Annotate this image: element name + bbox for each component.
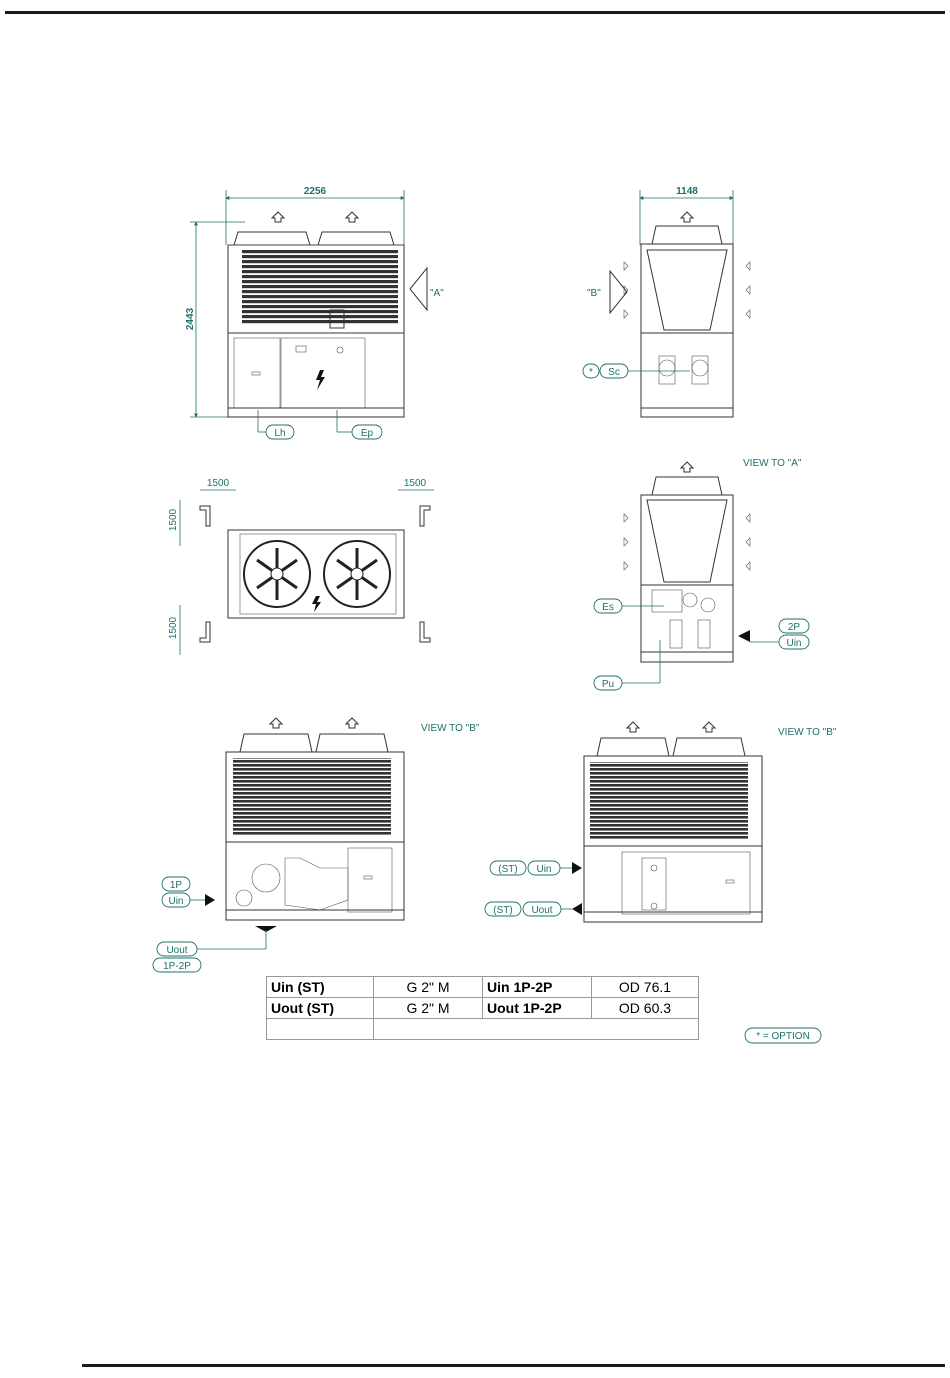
view-to-b-title-1: VIEW TO "B"	[421, 723, 480, 734]
option-note: * = OPTION	[756, 1031, 810, 1042]
callout-uin-a: Uin	[786, 638, 801, 649]
clearance-left: 1500	[207, 478, 230, 489]
side-width-dimension: 1148	[676, 186, 698, 197]
top-clearance-view: 1500 1500 1500 1500	[168, 478, 434, 655]
bottom-rule	[82, 1364, 945, 1367]
callout-uin-b1: Uin	[168, 896, 183, 907]
callout-st-2: (ST)	[493, 905, 512, 916]
table-cell: G 2" M	[374, 977, 483, 998]
callout-ep: Ep	[361, 428, 374, 439]
callout-1p: 1P	[170, 880, 183, 891]
view-to-b-standard: VIEW TO "B" (ST) Uin (ST) Uout	[485, 722, 837, 922]
callout-uout-b2: Uout	[531, 905, 552, 916]
clearance-right: 1500	[404, 478, 427, 489]
callout-1p-2p: 1P-2P	[163, 961, 191, 972]
view-to-a: VIEW TO "A" Es Pu 2P Uin	[594, 458, 809, 690]
table-cell: Uin (ST)	[267, 977, 374, 998]
front-view: 2256 2443 "A" Lh Ep	[185, 186, 444, 439]
table-row	[267, 1019, 699, 1040]
table-cell	[374, 1019, 699, 1040]
connections-table: Uin (ST) G 2" M Uin 1P-2P OD 76.1 Uout (…	[266, 976, 699, 1040]
callout-2p: 2P	[788, 622, 801, 633]
table-cell: Uout 1P-2P	[483, 998, 592, 1019]
clearance-top: 1500	[168, 508, 179, 531]
table-row: Uout (ST) G 2" M Uout 1P-2P OD 60.3	[267, 998, 699, 1019]
callout-pu: Pu	[602, 679, 614, 690]
clearance-bottom: 1500	[168, 616, 179, 639]
view-a-marker: "A"	[430, 288, 444, 299]
view-to-b-title-2: VIEW TO "B"	[778, 727, 837, 738]
front-width-dimension: 2256	[304, 186, 327, 197]
table-cell	[267, 1019, 374, 1040]
view-to-b-pump: VIEW TO "B" 1P Uin Uout 1P-2P	[153, 718, 480, 972]
table-cell: OD 60.3	[592, 998, 699, 1019]
front-height-dimension: 2443	[185, 307, 196, 330]
callout-es: Es	[602, 602, 614, 613]
table-cell: OD 76.1	[592, 977, 699, 998]
callout-lh: Lh	[274, 428, 285, 439]
callout-uout-b1: Uout	[166, 945, 187, 956]
view-b-marker: "B"	[587, 288, 601, 299]
table-cell: Uout (ST)	[267, 998, 374, 1019]
side-view: 1148 "B" * Sc	[583, 186, 750, 417]
view-to-a-title: VIEW TO "A"	[743, 458, 802, 469]
callout-star: *	[589, 367, 593, 378]
callout-sc: Sc	[608, 367, 620, 378]
table-cell: Uin 1P-2P	[483, 977, 592, 998]
callout-uin-b2: Uin	[536, 864, 551, 875]
callout-st-1: (ST)	[498, 864, 517, 875]
table-row: Uin (ST) G 2" M Uin 1P-2P OD 76.1	[267, 977, 699, 998]
table-cell: G 2" M	[374, 998, 483, 1019]
